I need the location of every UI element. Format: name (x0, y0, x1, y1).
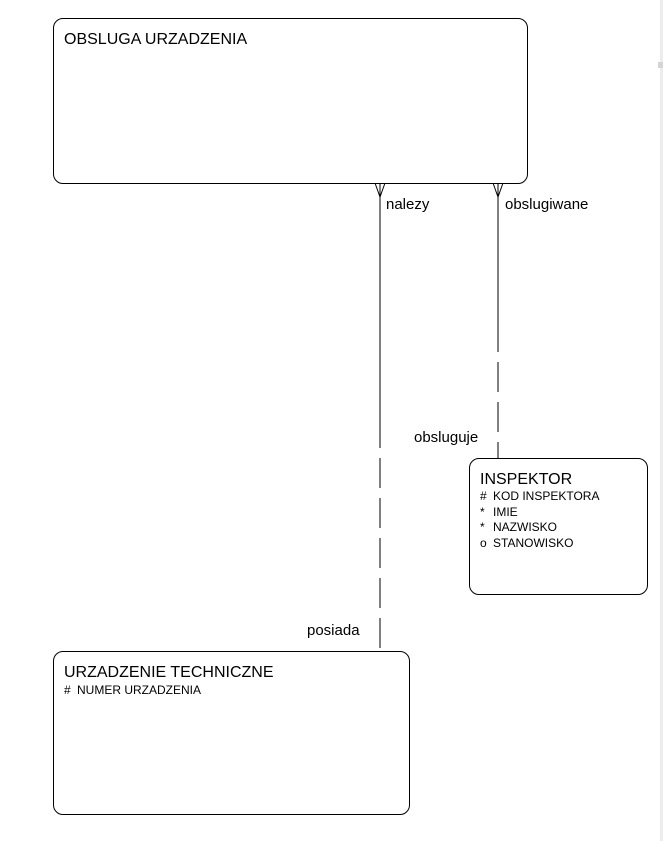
attribute-item: # KOD INSPEKTORA (480, 489, 599, 505)
attribute-name: STANOWISKO (493, 535, 574, 550)
entity-inspektor[interactable]: INSPEKTOR # KOD INSPEKTORA * IMIE * NAZWISK… (469, 458, 648, 595)
entity-title: URZADZENIE TECHNICZNE (64, 664, 274, 681)
crowsfoot-nalezy-icon (374, 182, 386, 199)
attribute-key-symbol: # (480, 489, 487, 503)
rel-label-obslugiwane: obslugiwane (505, 196, 589, 213)
attribute-list: # NUMER URZADZENIA (64, 683, 201, 699)
attribute-mandatory-symbol: * (480, 520, 485, 534)
attribute-item: # NUMER URZADZENIA (64, 683, 201, 699)
crowsfoot-obslugiwane-icon (492, 182, 504, 199)
attribute-name: KOD INSPEKTORA (493, 489, 600, 503)
attribute-key-symbol: # (64, 683, 71, 697)
attribute-name: NAZWISKO (493, 520, 558, 534)
entity-title: INSPEKTOR (480, 471, 573, 488)
attribute-name: NUMER URZADZENIA (77, 683, 202, 697)
rel-label-obsluguje: obsluguje (414, 429, 479, 446)
attribute-mandatory-symbol: * (480, 504, 485, 519)
attribute-list: # KOD INSPEKTORA * IMIE * NAZWISKO o STANOWI… (480, 489, 599, 551)
page-edge (660, 0, 663, 841)
rel-label-posiada: posiada (307, 622, 360, 639)
attribute-item: o STANOWISKO (480, 536, 599, 552)
attribute-name: IMIE (493, 504, 518, 519)
entity-urzadzenie-techniczne[interactable]: URZADZENIE TECHNICZNE # NUMER URZADZENIA (53, 651, 410, 815)
attribute-item: * IMIE (480, 505, 599, 521)
page-edge-mark (658, 62, 663, 68)
rel-label-nalezy: nalezy (386, 196, 430, 213)
entity-title: OBSLUGA URZADZENIA (64, 31, 248, 48)
attribute-optional-symbol: o (480, 535, 487, 550)
entity-obsluga-urzadzenia[interactable]: OBSLUGA URZADZENIA (53, 18, 528, 184)
attribute-item: * NAZWISKO (480, 520, 599, 536)
